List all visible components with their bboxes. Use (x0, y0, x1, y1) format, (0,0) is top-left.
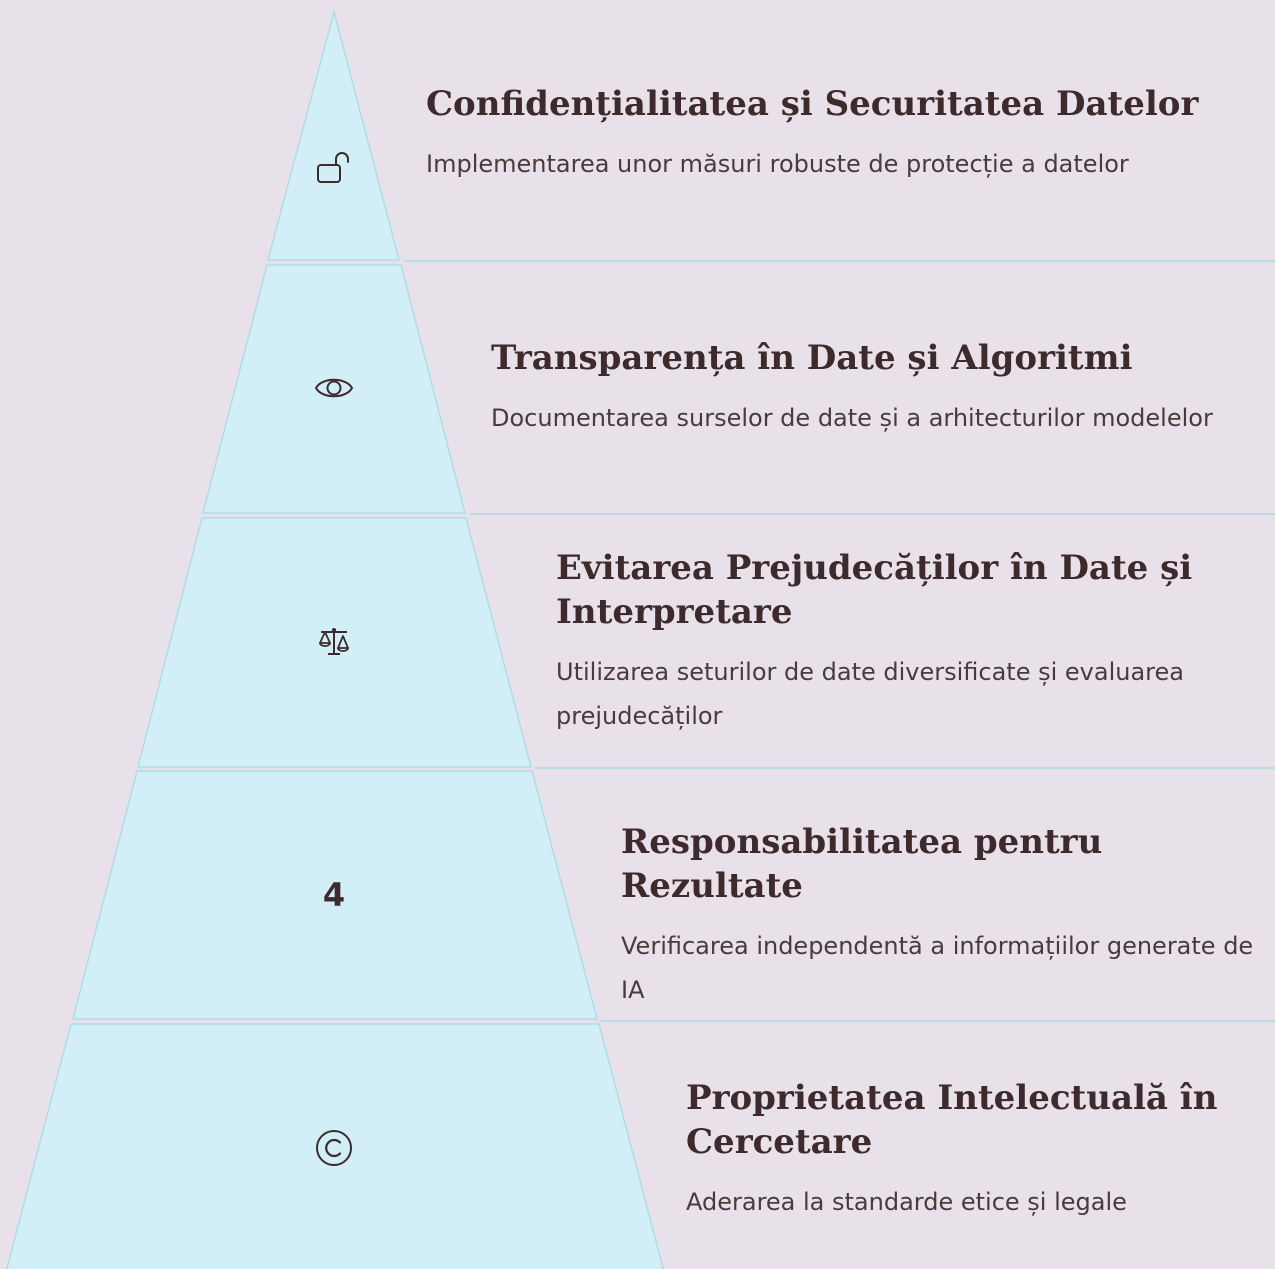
tier-3-title: Evitarea Prejudecăților în Date și Inter… (556, 548, 1193, 632)
tier-4-text: Responsabilitatea pentru Rezultate Verif… (621, 820, 1266, 1012)
scales-icon (312, 619, 356, 663)
tier-5-description: Aderarea la standarde etice și legale (686, 1188, 1127, 1216)
tier-5-shape (6, 1023, 664, 1269)
tier-4-title: Responsabilitatea pentru Rezultate (621, 822, 1103, 906)
tier-2-description: Documentarea surselor de date și a arhit… (491, 404, 1213, 432)
tier-2-shape (202, 264, 466, 514)
number-four: 4 (312, 873, 356, 917)
lock-open-icon (312, 146, 356, 190)
tier-4-shape (72, 770, 598, 1020)
tier-3-description: Utilizarea seturilor de date diversifica… (556, 658, 1184, 730)
copyright-icon (312, 1126, 356, 1170)
tier-1-description: Implementarea unor măsuri robuste de pro… (426, 150, 1129, 178)
tier-2-text: Transparența în Date și Algoritmi Docume… (491, 336, 1271, 440)
tier-5-title: Proprietatea Intelectuală în Cercetare (686, 1078, 1218, 1162)
tier-4-number: 4 (322, 876, 346, 914)
tier-3-text: Evitarea Prejudecăților în Date și Inter… (556, 546, 1256, 738)
tier-2-title: Transparența în Date și Algoritmi (491, 338, 1133, 378)
tier-1-text: Confidențialitatea și Securitatea Datelo… (426, 82, 1266, 186)
tier-1-title: Confidențialitatea și Securitatea Datelo… (426, 84, 1199, 124)
eye-icon (312, 366, 356, 410)
tier-1-shape (267, 9, 400, 261)
tier-4-description: Verificarea independentă a informațiilor… (621, 932, 1254, 1004)
tier-5-text: Proprietatea Intelectuală în Cercetare A… (686, 1076, 1246, 1224)
